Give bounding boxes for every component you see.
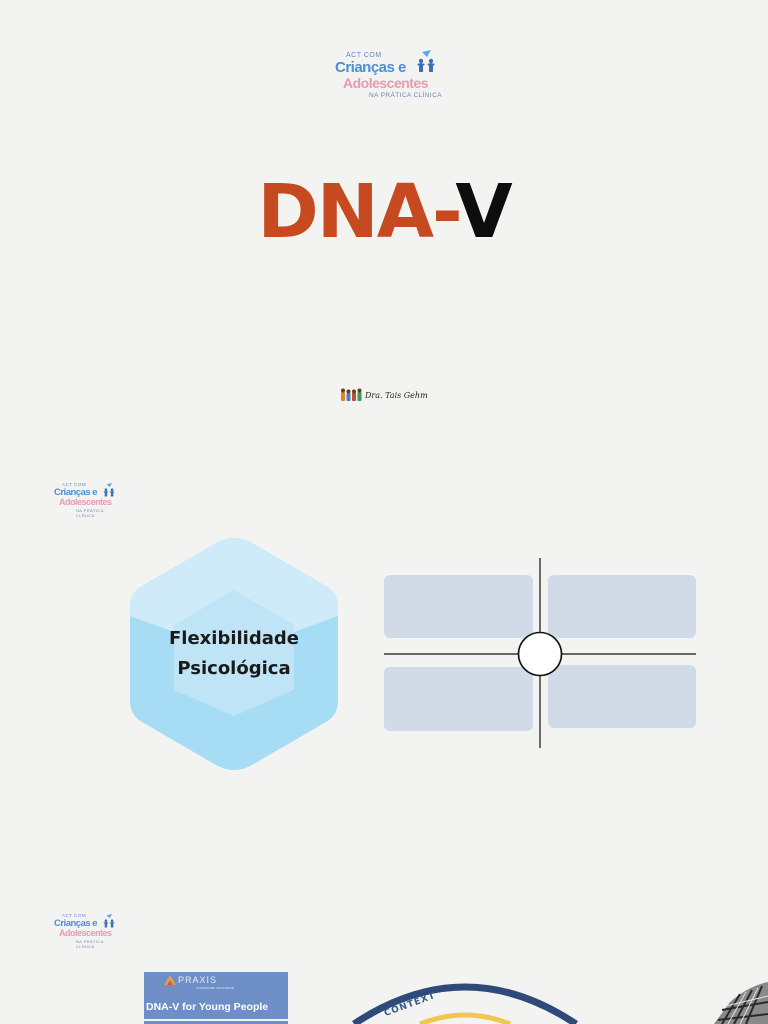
kids-icon	[417, 50, 435, 72]
logo-act-text: ACT COM	[62, 913, 87, 918]
kids-icon	[103, 914, 115, 928]
author-name: Dra. Tais Gehm	[365, 390, 428, 400]
logo-subtitle: NA PRÁTICA CLÍNICA	[369, 92, 442, 99]
small-logo-3: ACT COM Crianças e Adolescentes NA PRÁTI…	[53, 913, 123, 949]
quadrant-bottom-left	[384, 667, 533, 731]
quadrant-top-left	[384, 575, 533, 638]
praxis-brand-sub: CONTINUING EDUCATION	[196, 986, 234, 990]
kids-icon	[103, 483, 115, 497]
praxis-book-cover: PRAXIS CONTINUING EDUCATION DNA-V for Yo…	[144, 972, 288, 1024]
title-part2: V	[455, 169, 512, 255]
hexagon-label-line1: Flexibilidade	[169, 628, 299, 649]
logo-line2: Adolescentes	[343, 75, 429, 91]
logo-line1: Crianças e	[54, 487, 98, 498]
page-title: DNA-V	[0, 175, 768, 249]
small-logo-2: ACT COM Crianças e Adolescentes NA PRÁTI…	[53, 482, 123, 518]
logo-act-text: ACT COM	[62, 482, 87, 487]
title-part1: DNA-	[257, 169, 457, 255]
logo-line1: Crianças e	[335, 59, 406, 76]
book-divider	[144, 1019, 288, 1021]
logo-line1: Crianças e	[54, 918, 98, 929]
logo-subtitle: NA PRÁTICA CLÍNICA	[76, 508, 104, 518]
logo-subtitle: NA PRÁTICA CLÍNICA	[76, 939, 104, 949]
author-signature: Dra. Tais Gehm	[340, 387, 428, 403]
book-caption: DNA-V for Young People	[146, 1001, 269, 1013]
quadrant-top-right	[548, 575, 696, 638]
logo-line2: Adolescentes	[59, 497, 112, 507]
logo-line2: Adolescentes	[59, 928, 112, 938]
plaid-photo-fragment	[714, 982, 768, 1024]
hexagon-label-line2: Psicológica	[177, 658, 291, 679]
praxis-logo-icon	[164, 975, 176, 985]
hexagon-label: Flexibilidade Psicológica	[130, 624, 338, 684]
matrix-axes	[384, 558, 696, 748]
praxis-brand: PRAXIS	[178, 975, 218, 985]
family-icon	[341, 388, 362, 401]
context-circle-diagram	[352, 983, 578, 1024]
quadrant-bottom-right	[548, 665, 696, 728]
top-logo: ACT COM Crianças e Adolescentes NA PRÁTI…	[333, 50, 443, 105]
logo-act-text: ACT COM	[346, 52, 382, 59]
hexagon-graphic	[130, 538, 338, 770]
